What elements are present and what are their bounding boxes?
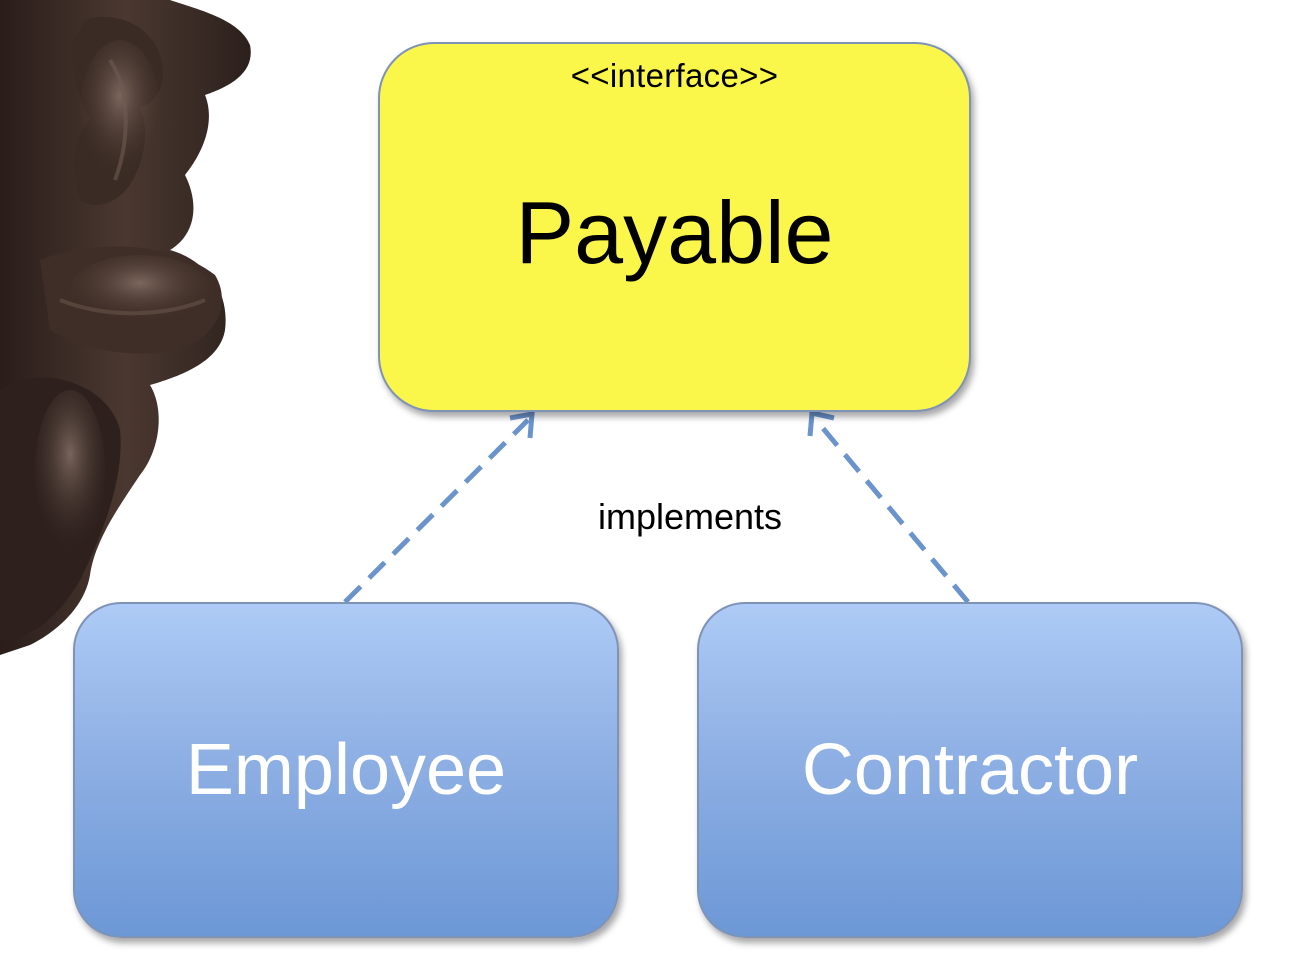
thinker-statue-image	[0, 0, 251, 655]
implements-label: implements	[597, 496, 783, 537]
payable-interface-box: <<interface>> Payable	[378, 42, 971, 412]
employee-class-box: Employee	[73, 602, 619, 938]
interface-name-label: Payable	[515, 183, 834, 282]
contractor-arrowhead	[807, 409, 835, 437]
employee-implements-arrow-line	[343, 418, 530, 604]
employee-class-name: Employee	[185, 730, 507, 810]
contractor-class-box: Contractor	[697, 602, 1243, 938]
interface-stereotype-label: <<interface>>	[570, 57, 779, 94]
contractor-implements-arrow-line	[814, 418, 970, 604]
contractor-class-name: Contractor	[801, 730, 1139, 810]
employee-arrowhead	[509, 410, 535, 439]
